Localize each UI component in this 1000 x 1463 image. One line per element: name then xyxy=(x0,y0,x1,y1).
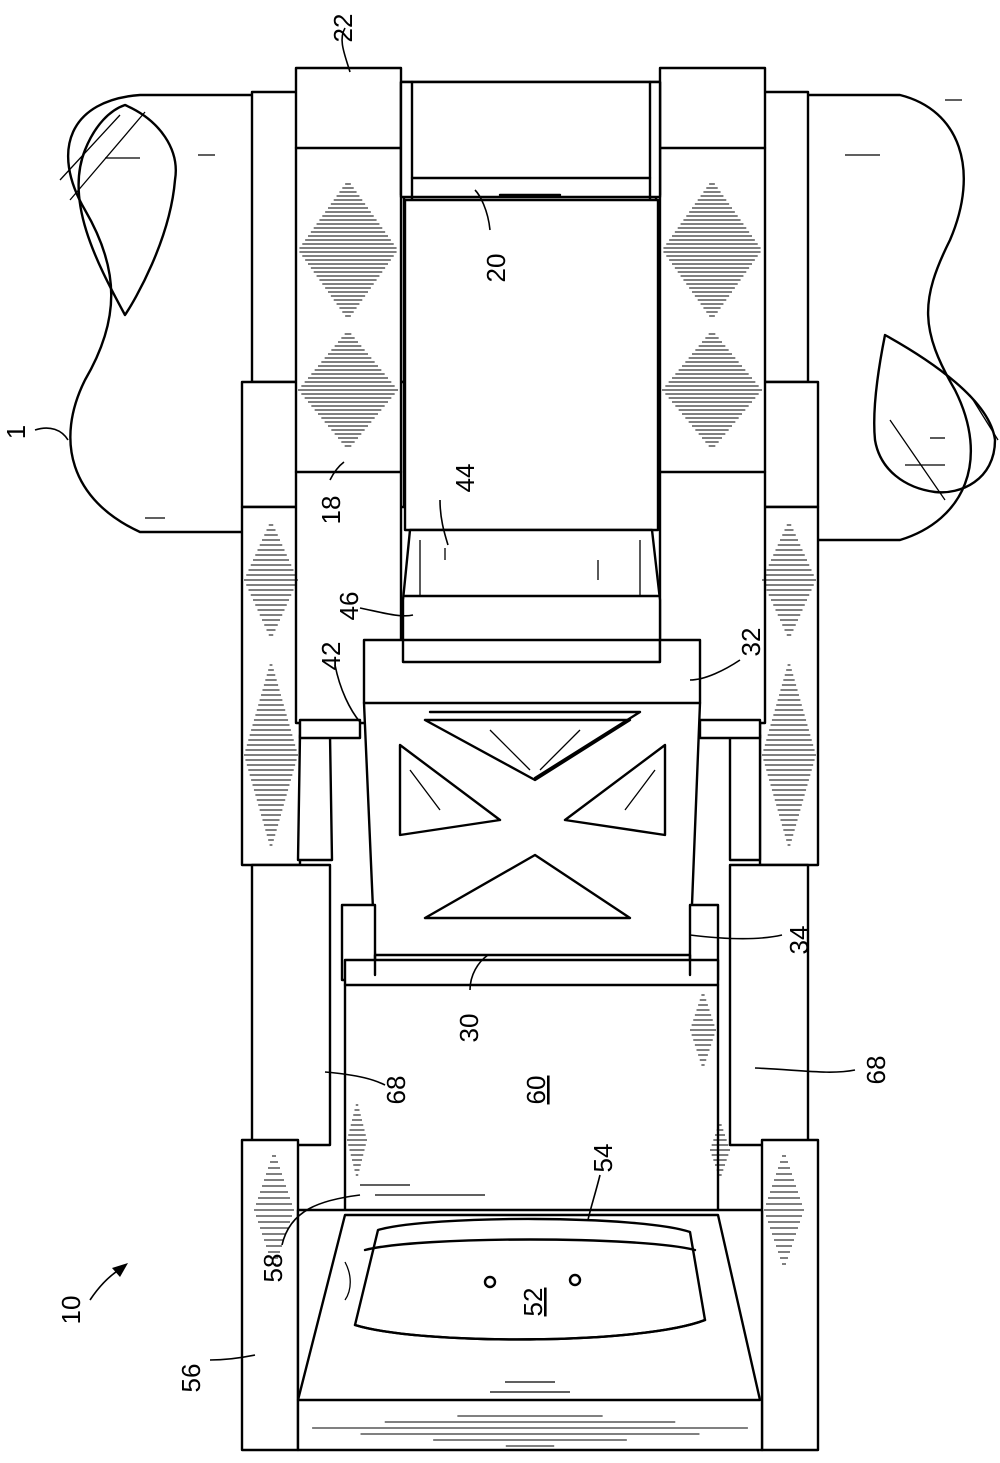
label-1: 1 xyxy=(1,425,31,439)
leader-lines xyxy=(34,27,856,1361)
label-30: 30 xyxy=(454,1014,484,1043)
label-18: 18 xyxy=(316,496,346,525)
label-52: 52 xyxy=(518,1288,548,1317)
side-columns xyxy=(294,66,767,725)
label-44: 44 xyxy=(450,464,480,493)
label-10: 10 xyxy=(56,1296,86,1325)
label-32: 32 xyxy=(736,628,766,657)
label-34: 34 xyxy=(784,926,814,955)
shading-hatching xyxy=(244,183,816,1447)
band-right-outer xyxy=(806,93,972,542)
twisted-band xyxy=(59,93,999,542)
label-54: 54 xyxy=(588,1144,618,1173)
lower-frame xyxy=(343,953,720,1217)
label-58: 58 xyxy=(258,1254,288,1283)
label-68-left: 68 xyxy=(381,1076,411,1105)
die-holder xyxy=(362,638,702,957)
label-46: 46 xyxy=(334,592,364,621)
ram-shoulder xyxy=(401,528,662,642)
label-20: 20 xyxy=(481,254,511,283)
label-68-right: 68 xyxy=(861,1056,891,1085)
label-60: 60 xyxy=(521,1076,551,1105)
reference-numerals: 22 20 1 18 44 46 42 32 34 30 68 60 68 54… xyxy=(1,14,891,1393)
band-left-outer xyxy=(67,93,254,534)
label-42: 42 xyxy=(316,642,346,671)
band-right-inner xyxy=(873,333,997,494)
label-22: 22 xyxy=(328,14,358,43)
bolster-cup xyxy=(296,1208,764,1452)
label-56: 56 xyxy=(176,1364,206,1393)
ram xyxy=(403,198,660,532)
band-left-inner xyxy=(77,103,177,317)
top-crown xyxy=(399,80,662,202)
